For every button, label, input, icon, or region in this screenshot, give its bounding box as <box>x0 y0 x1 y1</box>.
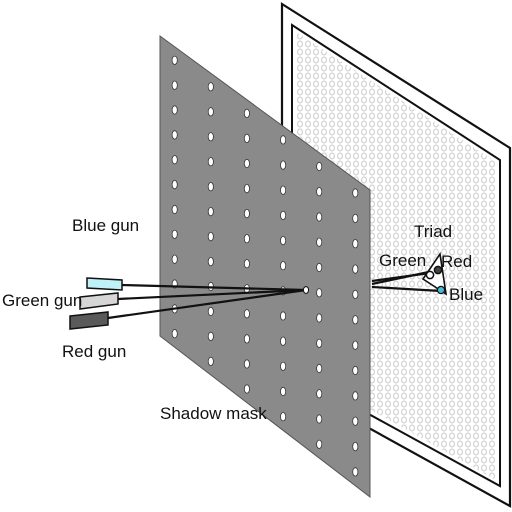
blue-beam <box>121 283 307 292</box>
mask-hole <box>316 338 323 348</box>
mask-hole <box>352 441 359 452</box>
mask-hole <box>171 80 178 90</box>
mask-hole <box>280 412 287 422</box>
mask-hole <box>171 130 178 140</box>
label-blue: Blue <box>449 285 483 304</box>
triad-blue-dot <box>436 285 446 295</box>
triad-red-dot <box>433 265 443 275</box>
mask-hole <box>171 204 178 215</box>
mask-hole <box>171 180 178 190</box>
label-blue-gun: Blue gun <box>72 216 139 235</box>
mask-hole <box>207 356 214 366</box>
mask-hole <box>243 309 250 319</box>
red-gun <box>69 311 109 330</box>
mask-hole <box>352 467 359 477</box>
mask-hole <box>280 311 287 321</box>
mask-hole <box>352 239 359 249</box>
label-red: Red <box>441 252 472 271</box>
mask-hole <box>280 336 287 346</box>
shadow-mask <box>159 35 371 499</box>
label-green: Green <box>379 251 426 270</box>
mask-hole <box>316 414 323 424</box>
mask-hole <box>316 237 323 247</box>
mask-hole <box>280 210 287 220</box>
triad <box>421 251 448 296</box>
triad-green-dot <box>425 270 435 280</box>
mask-hole <box>171 55 178 65</box>
mask-hole <box>316 439 323 449</box>
mask-hole <box>352 315 359 325</box>
mask-hole <box>171 229 178 239</box>
mask-hole <box>316 313 323 323</box>
mask-hole <box>243 384 250 394</box>
mask-hole <box>243 234 250 244</box>
label-shadow-mask: Shadow mask <box>160 404 267 423</box>
beams-from-guns <box>107 283 307 320</box>
mask-hole <box>280 160 287 170</box>
triad-outline <box>421 251 448 296</box>
mask-hole <box>280 361 287 371</box>
mask-hole <box>171 329 178 339</box>
mask-hole <box>243 359 250 369</box>
mask-hole <box>352 188 359 198</box>
label-triad: Triad <box>414 222 452 241</box>
mask-hole <box>207 256 214 267</box>
mask-hole <box>352 416 359 426</box>
electron-guns <box>69 277 123 330</box>
shadow-mask-plate <box>159 35 371 499</box>
mask-hole <box>243 133 250 143</box>
shadow-mask-holes <box>171 55 359 477</box>
mask-hole <box>352 213 359 223</box>
mask-hole <box>243 184 250 194</box>
mask-hole <box>352 391 359 401</box>
mask-hole <box>207 306 214 317</box>
mask-hole <box>280 386 287 397</box>
blue-gun <box>86 277 123 291</box>
mask-hole <box>316 389 323 399</box>
mask-hole <box>316 212 323 222</box>
mask-hole <box>280 261 287 271</box>
mask-hole <box>171 254 178 264</box>
mask-hole <box>171 105 178 115</box>
mask-hole <box>316 288 323 298</box>
convergence-hole <box>302 286 310 294</box>
mask-hole <box>280 185 287 195</box>
mask-hole <box>243 259 250 269</box>
label-red-gun: Red gun <box>62 342 126 361</box>
mask-hole <box>243 209 250 219</box>
mask-hole <box>207 331 214 341</box>
mask-hole <box>316 262 323 273</box>
mask-hole <box>207 132 214 142</box>
mask-hole <box>316 161 323 172</box>
mask-hole <box>352 365 359 376</box>
mask-hole <box>243 108 250 119</box>
label-green-gun: Green gun <box>2 291 82 310</box>
mask-hole <box>207 82 214 92</box>
mask-hole <box>207 182 214 192</box>
mask-hole <box>280 236 287 246</box>
mask-hole <box>207 232 214 242</box>
mask-hole <box>207 157 214 167</box>
mask-hole <box>280 135 287 145</box>
mask-hole <box>316 363 323 374</box>
mask-hole <box>352 264 359 274</box>
mask-hole <box>171 155 178 165</box>
mask-hole <box>352 289 359 299</box>
mask-hole <box>207 207 214 217</box>
red-beam <box>107 288 307 320</box>
mask-hole <box>243 158 250 169</box>
mask-hole <box>352 340 359 350</box>
green-gun <box>79 292 119 310</box>
beam-to-blue <box>371 285 442 293</box>
mask-hole <box>316 187 323 197</box>
green-beam <box>117 288 307 301</box>
mask-hole <box>207 107 214 117</box>
mask-hole <box>243 334 250 344</box>
